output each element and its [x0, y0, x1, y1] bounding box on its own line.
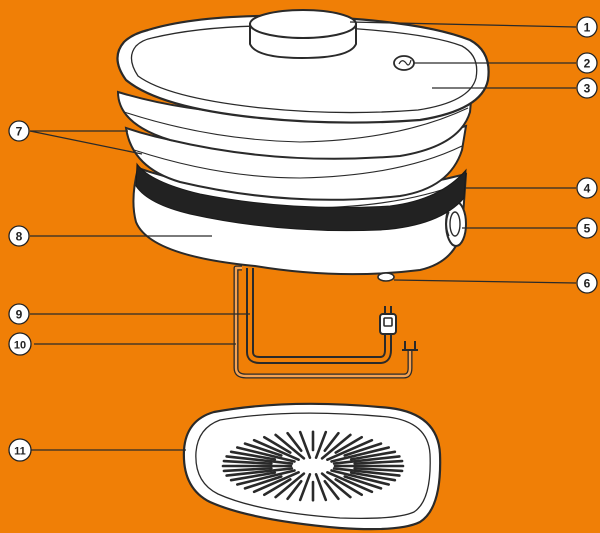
callout-3: 3	[577, 78, 597, 98]
connector-plug-icon	[380, 306, 396, 334]
drip-tray	[184, 404, 440, 529]
callout-2-label: 2	[584, 57, 591, 71]
callout-1-label: 1	[584, 21, 591, 35]
callout-11-label: 11	[14, 446, 26, 458]
callout-5: 5	[577, 218, 597, 238]
callout-7: 7	[9, 121, 29, 141]
callout-4: 4	[577, 178, 597, 198]
indicator-light	[378, 273, 394, 281]
power-cords	[236, 268, 418, 376]
callout-9-label: 9	[16, 308, 23, 322]
leader-7b	[30, 131, 142, 154]
plug-prongs-icon	[402, 341, 418, 350]
callout-11: 11	[9, 439, 31, 461]
callout-10-label: 10	[14, 340, 26, 352]
callout-3-label: 3	[584, 82, 591, 96]
steam-vent-icon	[394, 56, 414, 70]
callout-8-label: 8	[16, 230, 23, 244]
callout-9: 9	[9, 304, 29, 324]
callout-2: 2	[577, 53, 597, 73]
cord-inner	[250, 268, 388, 360]
leader-6	[394, 280, 576, 283]
callout-8: 8	[9, 226, 29, 246]
callout-6: 6	[577, 273, 597, 293]
callout-1: 1	[577, 17, 597, 37]
callout-4-label: 4	[584, 182, 591, 196]
callout-6-label: 6	[584, 277, 591, 291]
lid-handle	[250, 10, 356, 58]
callout-7-label: 7	[16, 125, 23, 139]
callout-10: 10	[9, 333, 31, 355]
callout-5-label: 5	[584, 222, 591, 236]
